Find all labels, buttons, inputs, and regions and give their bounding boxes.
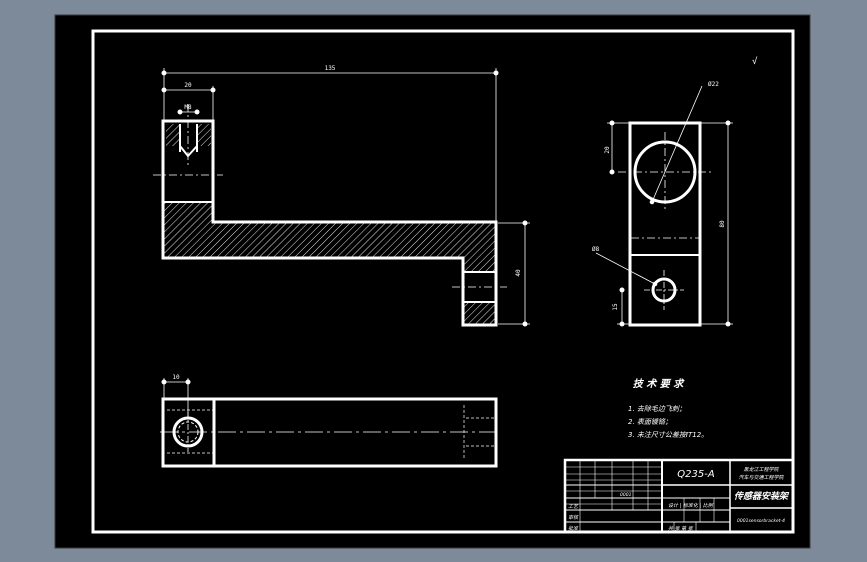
dim-m8-label: M8 <box>184 104 192 111</box>
front-view-section-hatch <box>163 202 496 272</box>
title-block <box>563 458 795 534</box>
dim-10-label: 10 <box>172 374 180 381</box>
top-view <box>160 378 500 468</box>
dim-15-label: 15 <box>612 303 619 311</box>
dim-phi22-label: Ø22 <box>708 81 719 88</box>
dim-20-label: 20 <box>184 82 192 89</box>
title-block-school-sub: 汽车与交通工程学院 <box>738 474 784 481</box>
title-block-row-a: 设计 | 标准化 | 比例 <box>668 502 714 509</box>
dim-phi8-label: Ø8 <box>592 246 600 253</box>
title-block-row-d: 工艺 <box>568 503 579 510</box>
dim-135-label: 135 <box>325 65 336 72</box>
threaded-hole-hatch-right <box>197 124 211 146</box>
title-block-row-b: 审核 <box>568 514 579 521</box>
title-block-row-e: 批准 <box>568 525 579 532</box>
front-view-lower-hatch <box>463 302 496 325</box>
threaded-hole-hatch-left <box>166 124 180 146</box>
drawing-border <box>91 29 795 534</box>
dim-40-label: 40 <box>515 269 522 277</box>
title-block-part-name: 传感器安装架 <box>734 491 790 502</box>
tech-requirement-2: 2. 表面镀铬； <box>628 418 672 426</box>
title-block-sheet-info: 0001sensorbracket-4 <box>737 518 785 524</box>
top-view-outline <box>161 397 498 468</box>
title-block-material: Q235-A <box>677 469 715 480</box>
tech-requirements-title: 技 术 要 求 <box>633 378 685 390</box>
side-view <box>595 85 733 327</box>
title-block-row-c: 共 张 第 张 <box>668 525 694 532</box>
tech-requirement-3: 3. 未注尺寸公差按IT12。 <box>628 431 708 439</box>
dim-80-label: 80 <box>719 220 726 228</box>
front-view <box>153 68 530 327</box>
tech-requirement-1: 1. 去除毛边飞刺； <box>628 405 686 413</box>
surface-roughness-mark: √ <box>752 56 758 67</box>
side-view-outline <box>628 121 702 327</box>
title-block-school: 黑龙江工程学院 <box>743 466 779 473</box>
dim-20-side-label: 20 <box>604 146 611 154</box>
title-block-drawing-no: 0001 <box>620 492 632 498</box>
